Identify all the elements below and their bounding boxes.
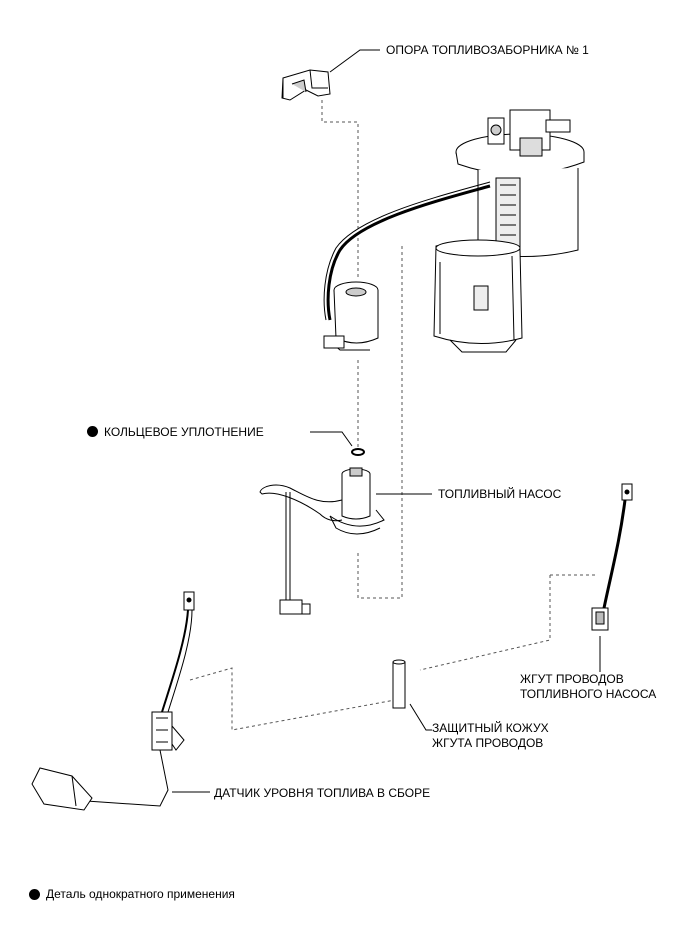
label-harness-protector-2: ЖГУТА ПРОВОДОВ [432, 736, 544, 750]
fuel-pump-module-part [455, 109, 585, 258]
fuel-filter-part [323, 281, 379, 351]
fuel-pump-part [259, 467, 385, 615]
label-fuel-pump-harness-1: ЖГУТ ПРОВОДОВ [520, 672, 624, 686]
fuel-hose-part [323, 181, 491, 321]
label-o-ring: КОЛЬЦЕВОЕ УПЛОТНЕНИЕ [104, 425, 264, 439]
label-harness-protector-1: ЗАЩИТНЫЙ КОЖУХ [432, 721, 549, 735]
label-fuel-sender-gauge: ДАТЧИК УРОВНЯ ТОПЛИВА В СБОРЕ [214, 786, 431, 800]
assembly-guide-lines [189, 100, 598, 731]
one-time-use-bullet-icon [87, 426, 98, 437]
legend-text: Деталь однократного применения [46, 887, 235, 901]
harness-protector-part [392, 659, 406, 709]
label-fuel-pump: ТОПЛИВНЫЙ НАСОС [438, 487, 562, 501]
label-fuel-pump-harness-2: ТОПЛИВНОГО НАСОСА [520, 687, 657, 701]
legend-bullet-icon [29, 889, 40, 900]
fuel-sender-gauge-part [31, 591, 195, 811]
fuel-pump-harness-part [591, 483, 633, 631]
label-fuel-suction-support: ОПОРА ТОПЛИВОЗАБОРНИКА № 1 [386, 43, 589, 57]
o-ring-part [351, 448, 365, 456]
fuel-sub-tank-part [433, 239, 523, 353]
leader-lines [172, 49, 601, 793]
fuel-suction-support-part [281, 69, 331, 101]
